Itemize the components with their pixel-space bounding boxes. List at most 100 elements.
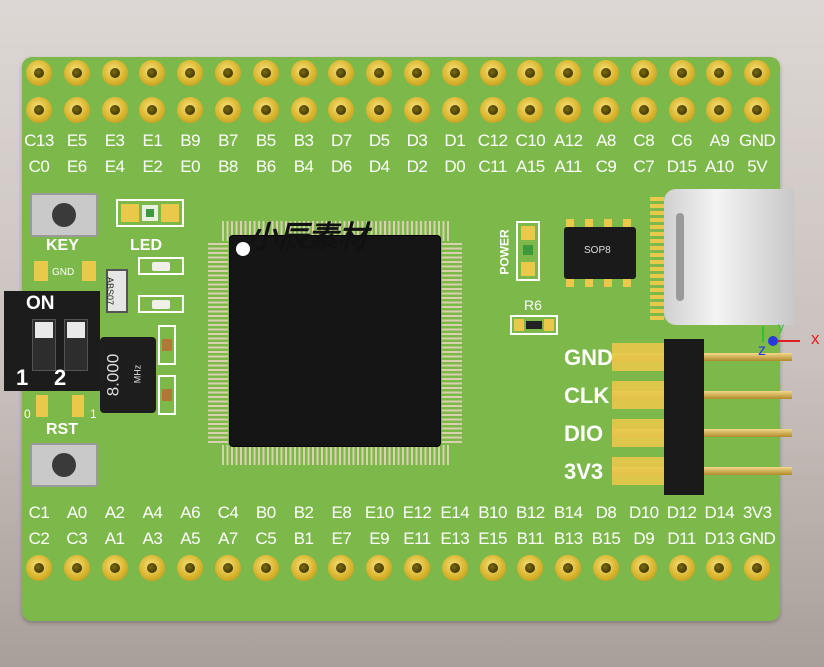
crystal-unit-label: MHz [132,364,143,384]
pin-label: B12 [516,503,545,522]
pin-label: D4 [368,157,390,176]
header-pad [630,60,657,86]
axis-gizmo: x y z [756,320,824,366]
header-pad [404,555,430,581]
header-pad [744,60,771,86]
abs07-label: ABS07 [105,276,116,306]
mcu-pins-right [442,243,462,443]
pin-label: A9 [709,131,730,150]
pin-label: A1 [104,529,125,548]
pin-label: GND [739,131,776,150]
pin-label: A10 [705,157,734,176]
header-pad [26,60,52,86]
watermark: 小辰素材 [248,220,368,255]
pin-label: C1 [28,503,50,522]
pin-label: A15 [516,157,545,176]
header-pad [668,97,695,123]
resistor [138,257,184,275]
pin-label: C9 [595,157,617,176]
pin-label: C10 [515,131,546,150]
header-pad [177,555,204,581]
resistor [138,295,184,313]
header-pad [366,555,393,581]
axis-z-label: z [758,342,766,359]
header-pad [252,555,279,581]
header-pad [366,60,393,86]
header-pad [441,97,468,123]
pin-label: E13 [440,529,470,548]
rst-label: RST [46,421,78,438]
key-button-cap [52,203,76,227]
pin-label: B13 [553,529,583,548]
header-pad [441,60,468,86]
header-pad [479,60,506,86]
header-pad [63,555,90,581]
header-pad [630,555,657,581]
header-pad [215,60,241,86]
pin-label: C11 [478,157,507,176]
pin-label: D12 [666,503,697,522]
header-pad [139,555,166,581]
pin-label: C3 [66,529,88,548]
power-led [516,221,540,281]
dip-switch[interactable] [4,291,100,391]
header-pad [630,97,657,123]
pin-label: E7 [331,529,352,548]
key-button[interactable] [30,193,98,237]
pin-label: D9 [633,529,655,548]
reset-button-cap [52,453,76,477]
header-pad [252,97,279,123]
pin-label: E12 [402,503,432,522]
mcu-pins-bottom [222,445,450,465]
pin-label: C5 [255,529,277,548]
pin-label: A6 [180,503,201,522]
dip-toggle-2[interactable] [64,319,88,371]
header-pad [177,97,204,123]
pin-label: D11 [667,529,696,548]
pin-label: GND [739,529,776,548]
header-pad [139,97,166,123]
header-pad [215,555,241,581]
usb-c-connector[interactable] [664,189,794,325]
pin-label: D7 [331,131,352,150]
header-pad [26,97,52,123]
header-pad [101,60,128,86]
usb-c-pads [650,197,664,323]
pin-label: A12 [553,131,583,150]
pin-label: E3 [104,131,125,150]
pin-label: E9 [369,529,390,548]
pin-label: B4 [293,157,314,176]
mcu-chip [230,236,440,446]
pin-label: C7 [633,157,655,176]
header-pad [555,555,582,581]
pin-label: D5 [368,131,390,150]
pin-label: B7 [218,131,238,150]
pin-label: D15 [666,157,697,176]
dip-toggle-1[interactable] [32,319,56,371]
header-label-3v3: 3V3 [564,459,604,484]
pin-label: B5 [255,131,276,150]
header-pad [290,555,317,581]
pin-label: E0 [180,157,201,176]
pin-label: D6 [331,157,352,176]
header-pad [593,60,619,86]
pin-label: A11 [554,157,582,176]
pin-label: C13 [24,131,54,150]
reset-button[interactable] [30,443,98,487]
header-pad [479,555,506,581]
header-pad [328,97,355,123]
pin-label: D2 [406,157,428,176]
header-pad [706,555,733,581]
header-pad [593,555,619,581]
header-pad [517,97,544,123]
pin-label: B3 [293,131,314,150]
pin-label: B9 [180,131,201,150]
led [116,199,184,227]
header-pad [555,60,582,86]
pin-label: C8 [633,131,655,150]
pin-label: D10 [628,503,659,522]
header-label-clk: CLK [564,383,610,408]
header-pad [555,97,582,123]
header-connector[interactable] [612,339,812,495]
